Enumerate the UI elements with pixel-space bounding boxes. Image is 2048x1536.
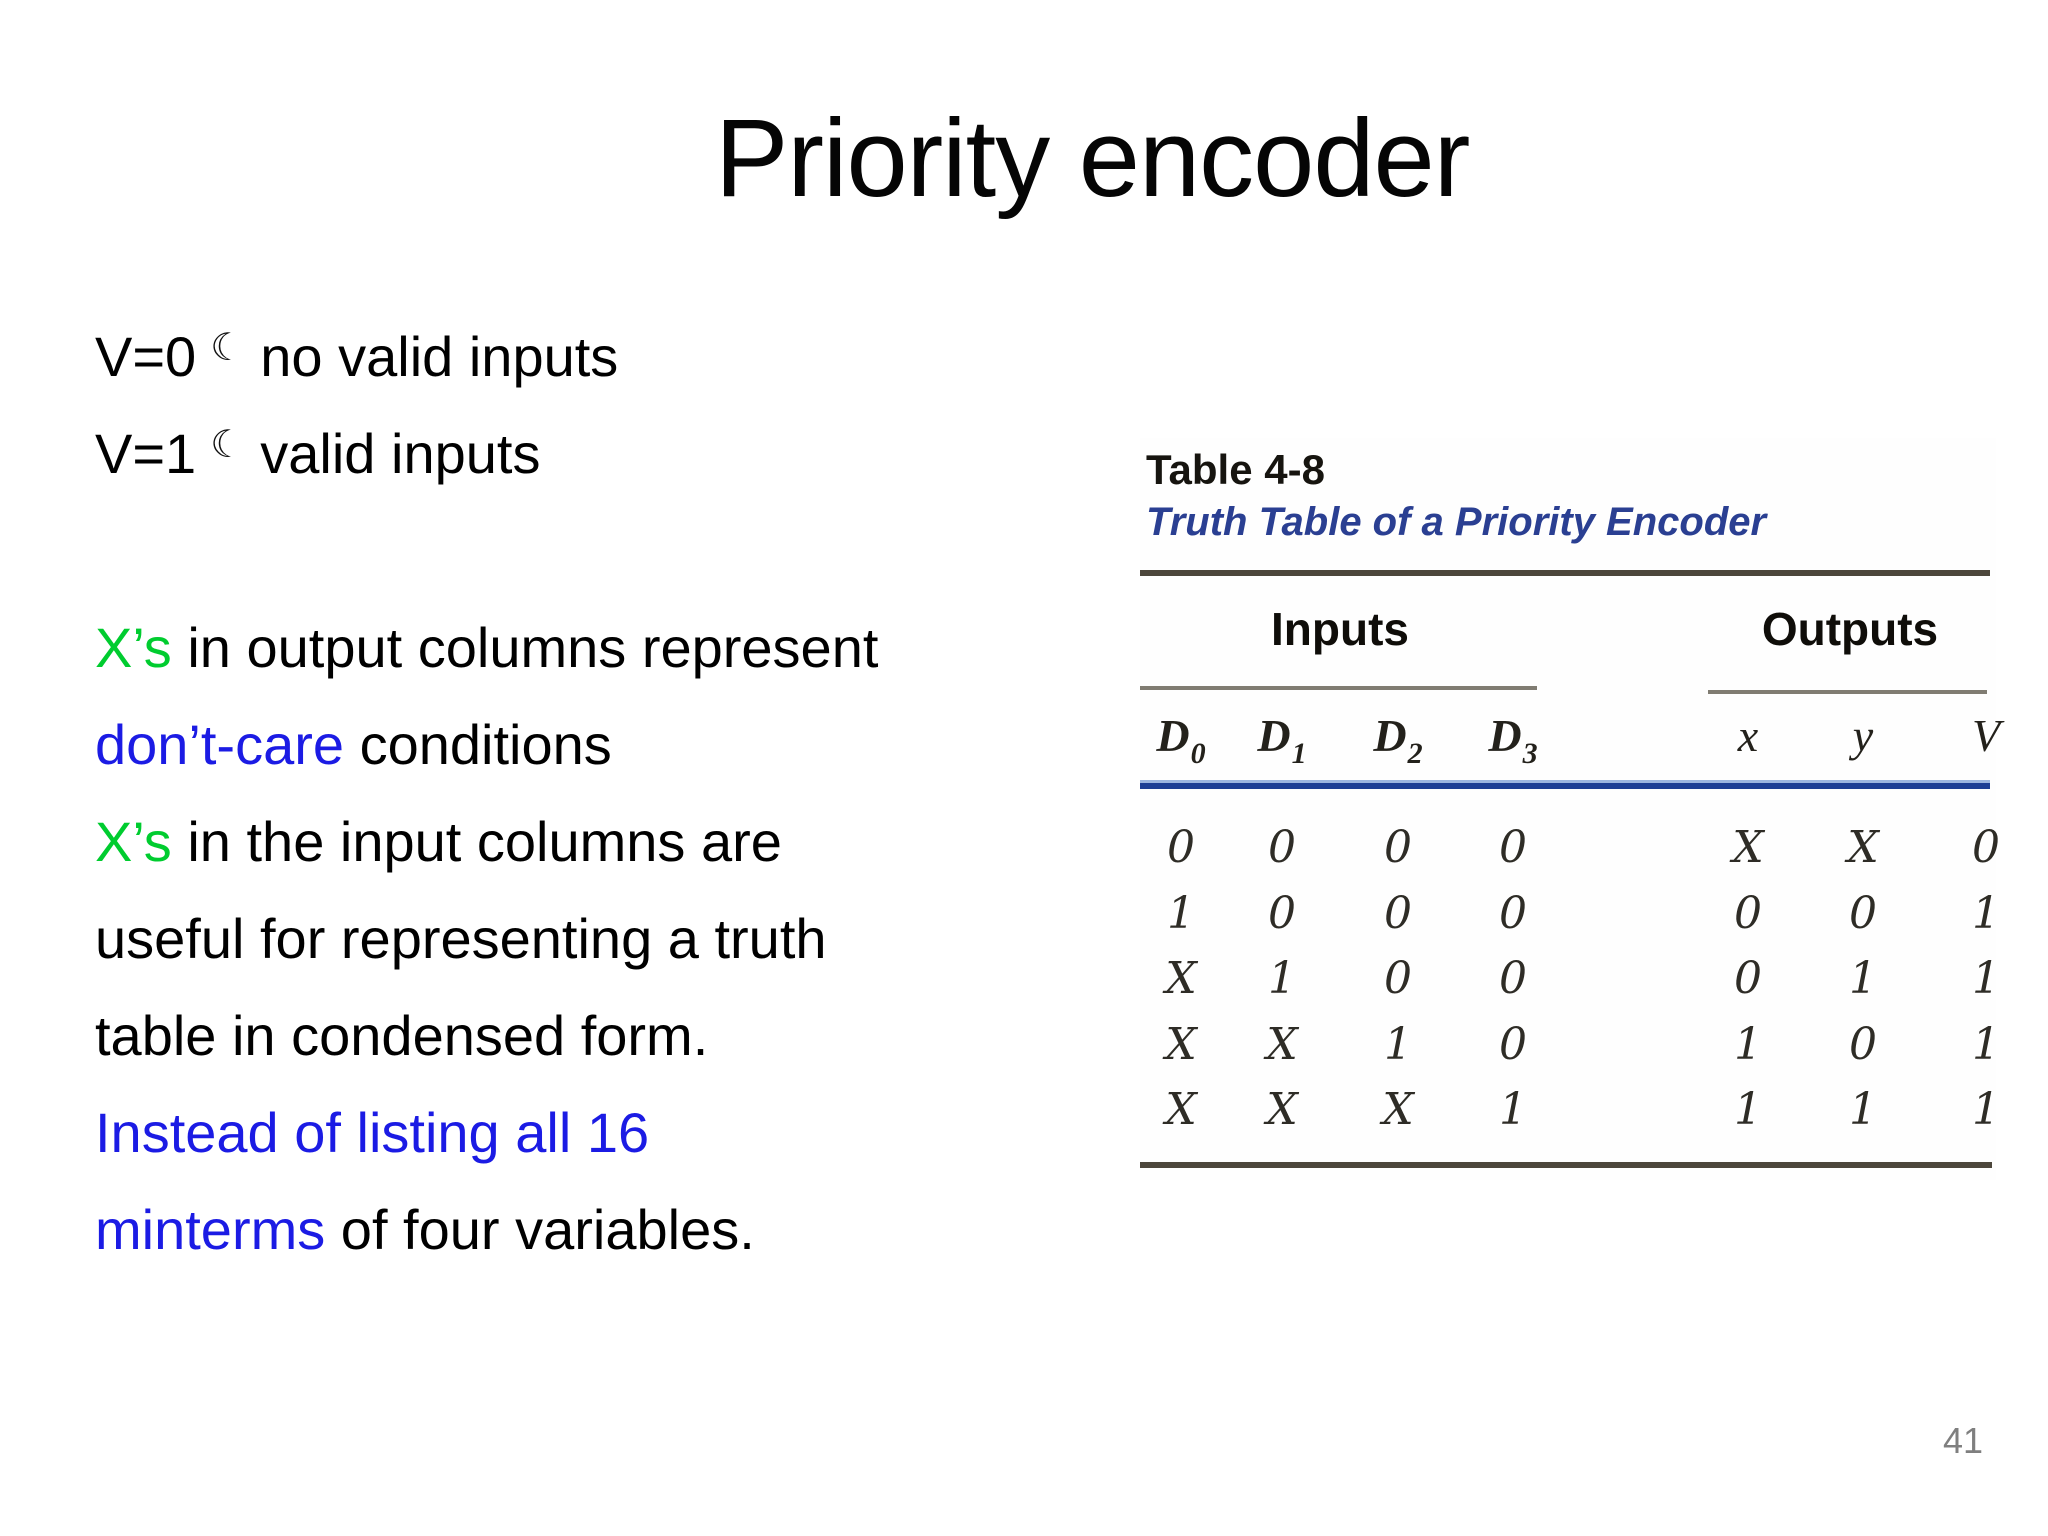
paragraph-line-7: minterms of four variables. bbox=[95, 1181, 878, 1278]
moon-icon: ☾ bbox=[210, 327, 245, 369]
bullet-v1: V=1 ☾ valid inputs bbox=[95, 405, 878, 502]
inputs-group-header: Inputs bbox=[1271, 603, 1409, 655]
cell-r0c6: 0 bbox=[1972, 822, 2000, 873]
paragraph-line-1: X’s in output columns represent bbox=[95, 599, 878, 696]
v0-label: V=0 bbox=[95, 325, 197, 388]
line3-rest: in the input columns are bbox=[171, 810, 782, 873]
cell-r2c5: 1 bbox=[1849, 953, 1877, 1004]
minterms-blue-text: minterms bbox=[95, 1198, 326, 1261]
table-row-1: 1 0 0 0 0 0 1 bbox=[1140, 888, 2000, 939]
dont-care-blue-text: don’t-care bbox=[95, 713, 345, 776]
cell-r1c1: 0 bbox=[1268, 888, 1296, 939]
cell-r2c3: 0 bbox=[1499, 953, 1527, 1004]
col-header-D0: D0 bbox=[1156, 710, 1206, 770]
table-bottom-rule bbox=[1140, 1162, 1992, 1168]
cell-r3c3: 0 bbox=[1499, 1019, 1527, 1070]
table-header-row: D0 D1 D2 D3 x y V bbox=[1140, 710, 2000, 770]
body-text: V=0 ☾ no valid inputs V=1 ☾ valid inputs X’s… bbox=[95, 308, 878, 1278]
cell-r1c6: 1 bbox=[1972, 888, 2000, 939]
cell-r4c2: X bbox=[1382, 1084, 1414, 1135]
v1-label: V=1 bbox=[95, 422, 197, 485]
col-header-y: y bbox=[1852, 710, 1874, 761]
paragraph-line-6: Instead of listing all 16 bbox=[95, 1101, 650, 1164]
col-header-V: V bbox=[1971, 710, 2001, 761]
col-header-D3: D3 bbox=[1488, 710, 1538, 770]
cell-r0c2: 0 bbox=[1384, 822, 1412, 873]
bullet-v0: V=0 ☾ no valid inputs bbox=[95, 308, 878, 405]
slide-title: Priority encoder bbox=[715, 97, 1470, 220]
table-top-rule bbox=[1140, 570, 1990, 576]
outputs-underline bbox=[1708, 690, 1987, 694]
table-blue-rule bbox=[1140, 780, 1990, 789]
cell-r3c6: 1 bbox=[1972, 1019, 2000, 1070]
xs-green-text: X’s bbox=[95, 810, 172, 873]
cell-r3c2: 1 bbox=[1384, 1019, 1412, 1070]
col-header-x: x bbox=[1737, 710, 1759, 761]
v0-text: no valid inputs bbox=[260, 325, 619, 388]
table-row-3: X X 1 0 1 0 1 bbox=[1140, 1019, 2000, 1070]
cell-r3c4: 1 bbox=[1734, 1019, 1762, 1070]
cell-r1c4: 0 bbox=[1734, 888, 1762, 939]
inputs-underline bbox=[1140, 686, 1537, 690]
cell-r2c4: 0 bbox=[1734, 953, 1762, 1004]
table-row-4: X X X 1 1 1 1 bbox=[1140, 1084, 2000, 1135]
cell-r4c6: 1 bbox=[1972, 1084, 2000, 1135]
paragraph-line-2: don’t-care conditions bbox=[95, 696, 878, 793]
paragraph-line-4: useful for representing a truth bbox=[95, 907, 827, 970]
table-row-0: 0 0 0 0 X X 0 bbox=[1140, 822, 2000, 873]
v1-text: valid inputs bbox=[260, 422, 541, 485]
cell-r0c0: 0 bbox=[1167, 822, 1195, 873]
cell-r4c1: X bbox=[1266, 1084, 1298, 1135]
cell-r0c1: 0 bbox=[1268, 822, 1296, 873]
table-row-2: X 1 0 0 0 1 1 bbox=[1140, 953, 2000, 1004]
page-number: 41 bbox=[1942, 1420, 1984, 1461]
cell-r0c3: 0 bbox=[1499, 822, 1527, 873]
outputs-group-header: Outputs bbox=[1761, 603, 1939, 655]
cell-r1c2: 0 bbox=[1384, 888, 1412, 939]
moon-icon: ☾ bbox=[210, 424, 245, 466]
blank-line bbox=[95, 502, 878, 599]
cell-r1c3: 0 bbox=[1499, 888, 1527, 939]
cell-r0c4: X bbox=[1732, 822, 1764, 873]
paragraph-line-3: X’s in the input columns are bbox=[95, 793, 878, 890]
line1-rest: in output columns represent bbox=[171, 616, 879, 679]
paragraph-line-5: table in condensed form. bbox=[95, 1004, 709, 1067]
cell-r3c0: X bbox=[1165, 1019, 1197, 1070]
cell-r4c0: X bbox=[1165, 1084, 1197, 1135]
col-header-D2: D2 bbox=[1373, 710, 1423, 770]
cell-r4c4: 1 bbox=[1734, 1084, 1762, 1135]
xs-green-text: X’s bbox=[95, 616, 172, 679]
cell-r0c5: X bbox=[1847, 822, 1879, 873]
cell-r3c1: X bbox=[1266, 1019, 1298, 1070]
table-caption-label: Table 4-8 bbox=[1146, 446, 1325, 493]
cell-r2c0: X bbox=[1165, 953, 1197, 1004]
cell-r4c5: 1 bbox=[1849, 1084, 1877, 1135]
cell-r1c0: 1 bbox=[1167, 888, 1195, 939]
cell-r3c5: 0 bbox=[1849, 1019, 1877, 1070]
cell-r2c6: 1 bbox=[1972, 953, 2000, 1004]
cell-r2c2: 0 bbox=[1384, 953, 1412, 1004]
line7-rest: of four variables. bbox=[325, 1198, 755, 1261]
line2-rest: conditions bbox=[344, 713, 612, 776]
col-header-D1: D1 bbox=[1257, 710, 1307, 770]
cell-r2c1: 1 bbox=[1268, 953, 1296, 1004]
cell-r4c3: 1 bbox=[1499, 1084, 1527, 1135]
table-caption-title: Truth Table of a Priority Encoder bbox=[1146, 500, 1767, 544]
truth-table-figure: Table 4-8 Truth Table of a Priority Enco… bbox=[1140, 438, 2000, 1180]
cell-r1c5: 0 bbox=[1849, 888, 1877, 939]
